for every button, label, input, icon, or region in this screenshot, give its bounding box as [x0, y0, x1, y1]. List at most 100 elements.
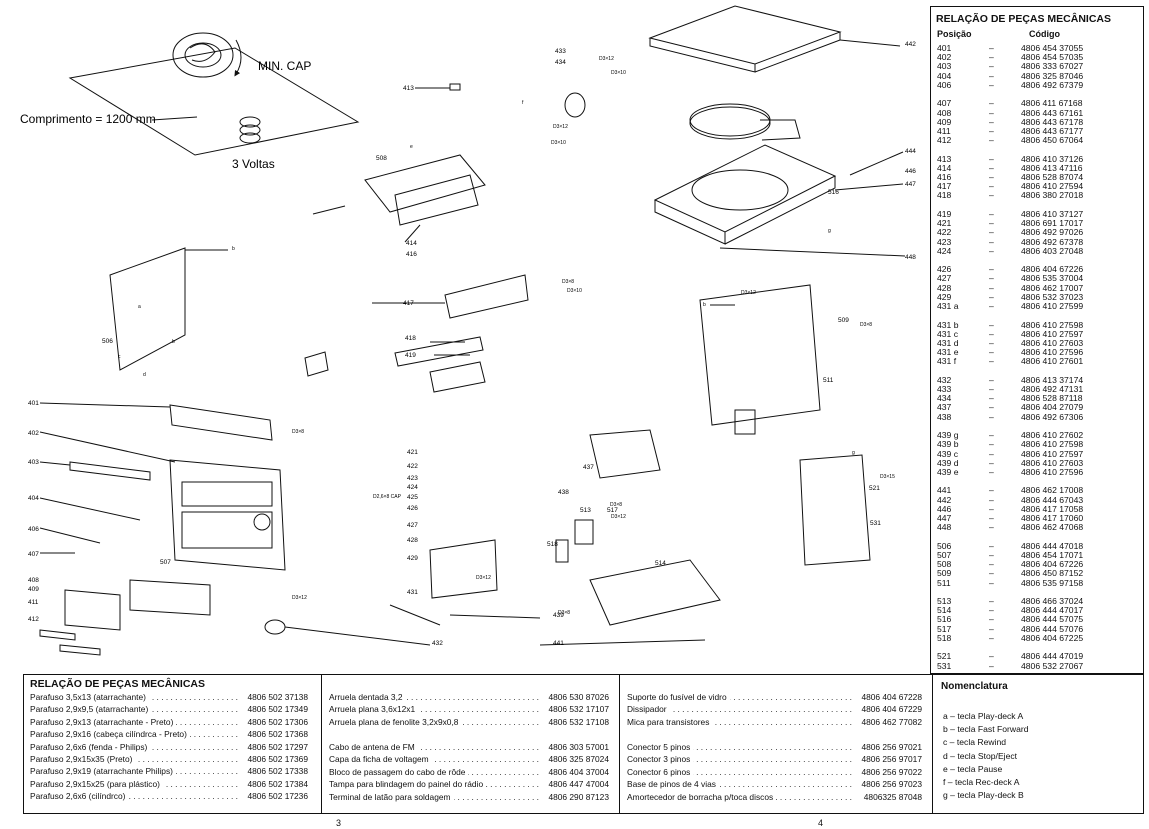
- bottom-table-row: . . . . . . . . . . . . . . . . . . . . …: [30, 704, 308, 715]
- part-description: Parafuso 2,9x15x25 (para plástico): [30, 778, 163, 789]
- right-table-code: 4806 410 27596: [1021, 347, 1084, 358]
- right-table-dash: –: [989, 356, 994, 367]
- right-table-code: 4806 411 67168: [1021, 98, 1083, 109]
- detail-label: D3×10: [611, 70, 626, 76]
- right-table-code: 4806 410 27603: [1021, 457, 1084, 468]
- callout-413: 413: [403, 85, 414, 92]
- right-table-code: 4806 444 47018: [1021, 540, 1084, 551]
- right-table-code: 4806 535 97158: [1021, 577, 1084, 588]
- right-table-dash: –: [989, 448, 994, 459]
- callout-444: 444: [905, 148, 916, 155]
- right-table-position: 402: [937, 52, 952, 63]
- callout-432: 432: [432, 640, 443, 647]
- right-table-position: 439 d: [937, 457, 959, 468]
- right-table-code: 4806 492 67306: [1021, 411, 1084, 422]
- leader-dots: . . . . . . . . . . . . . . . . . . . . …: [663, 766, 852, 777]
- right-table-code: 4806 492 47131: [1021, 384, 1084, 394]
- callout-401: 401: [28, 400, 39, 407]
- drive-belt-illustration: [68, 32, 360, 156]
- part-code: 4806 532 17108: [545, 716, 609, 727]
- right-table-code: 4806 410 27601: [1021, 356, 1084, 367]
- right-table-code: 4806 532 27067: [1021, 660, 1084, 671]
- part-code: 4806 256 97022: [858, 766, 922, 777]
- callout-446: 446: [905, 168, 916, 175]
- back-panel-506: [109, 247, 228, 371]
- right-table-code: 4806 417 17058: [1021, 503, 1084, 514]
- callout-431: 431: [407, 589, 418, 596]
- right-table-position: 433: [937, 384, 952, 394]
- right-table-position: 439 e: [937, 466, 959, 477]
- part-code: 4806 325 87024: [545, 754, 609, 765]
- leader-dots: . . . . . . . . . . . . . . . . . . . . …: [663, 692, 852, 702]
- right-table-position: 446: [937, 503, 952, 514]
- part-description: Conector 6 pinos: [627, 766, 694, 777]
- right-table-code: 4806 454 37055: [1021, 43, 1084, 53]
- bottom-table-row: . . . . . . . . . . . . . . . . . . . . …: [627, 692, 922, 702]
- callout-417: 417: [403, 300, 414, 307]
- detail-label: c: [118, 354, 121, 360]
- callout-425: 425: [407, 494, 418, 501]
- right-table-position: 521: [937, 651, 952, 662]
- nomenclature-item: c – tecla Rewind: [943, 737, 1007, 748]
- right-table-dash: –: [989, 411, 994, 422]
- turntable-assembly: [653, 103, 906, 257]
- right-table-position: 409: [937, 116, 952, 127]
- right-table-code: 4806 462 17007: [1021, 282, 1084, 293]
- right-table-dash: –: [989, 374, 994, 385]
- callout-439: 439: [553, 612, 564, 619]
- col-pos-header: Posição: [937, 29, 972, 39]
- right-table-dash: –: [989, 319, 994, 330]
- right-table-dash: –: [989, 568, 994, 579]
- part-description: Arruela plana 3,6x12x1: [329, 704, 419, 715]
- callout-517: 517: [607, 507, 618, 514]
- right-table-code: 4806 444 67043: [1021, 494, 1084, 505]
- part-code: 4806 502 37138: [244, 692, 308, 702]
- detail-label: D3×12: [553, 124, 568, 130]
- callout-426: 426: [407, 505, 418, 512]
- detail-label: D3×12: [611, 514, 626, 520]
- bottom-table-row: . . . . . . . . . . . . . . . . . . . . …: [30, 778, 308, 789]
- right-table-dash: –: [989, 135, 994, 146]
- right-table-code: 4806 444 47019: [1021, 651, 1084, 662]
- callout-428: 428: [407, 537, 418, 544]
- right-table-position: 506: [937, 540, 952, 551]
- detail-label: g: [852, 450, 855, 456]
- right-table-position: 416: [937, 172, 952, 182]
- right-table-code: 4806 528 87118: [1021, 393, 1083, 404]
- right-table-position: 424: [937, 245, 952, 256]
- leader-dots: . . . . . . . . . . . . . . . . . . . . …: [663, 754, 852, 765]
- right-table-position: 412: [937, 135, 952, 146]
- right-table-dash: –: [989, 457, 994, 468]
- part-description: Capa da ficha de voltagem: [329, 754, 432, 765]
- right-table-position: 414: [937, 162, 952, 173]
- right-table-dash: –: [989, 393, 994, 404]
- bottom-table-row: . . . . . . . . . . . . . . . . . . . . …: [30, 716, 308, 727]
- right-table-dash: –: [989, 660, 994, 671]
- right-table-code: 4806 410 27596: [1021, 466, 1084, 477]
- callout-429: 429: [407, 555, 418, 562]
- nomenclature-item: b – tecla Fast Forward: [943, 724, 1029, 735]
- front-panel-assembly: [39, 402, 286, 656]
- callout-416: 416: [406, 251, 417, 258]
- callout-408: 408: [28, 577, 39, 584]
- callout-438: 438: [558, 489, 569, 496]
- right-table-position: 509: [937, 568, 952, 579]
- bottom-table-row: . . . . . . . . . . . . . . . . . . . . …: [30, 741, 308, 752]
- right-table-code: 4806 443 67178: [1021, 116, 1084, 127]
- callout-516: 516: [828, 189, 839, 196]
- callout-418: 418: [405, 335, 416, 342]
- right-table-dash: –: [989, 328, 994, 339]
- right-table-position: 431 b: [937, 319, 959, 330]
- bottom-table-row: . . . . . . . . . . . . . . . . . . . . …: [329, 716, 609, 727]
- part-description: Parafuso 2,9x15x35 (Preto): [30, 754, 136, 764]
- detail-label: f: [522, 100, 524, 106]
- right-table-position: 439 b: [937, 439, 959, 450]
- bottom-table-row: . . . . . . . . . . . . . . . . . . . . …: [329, 754, 609, 765]
- right-table-position: 507: [937, 549, 952, 560]
- part-description: Dissipador: [627, 704, 670, 715]
- part-code: 4806 502 17297: [244, 741, 308, 752]
- right-table-dash: –: [989, 494, 994, 505]
- right-table-dash: –: [989, 273, 994, 284]
- callout-442: 442: [905, 41, 916, 48]
- right-table-position: 417: [937, 181, 952, 192]
